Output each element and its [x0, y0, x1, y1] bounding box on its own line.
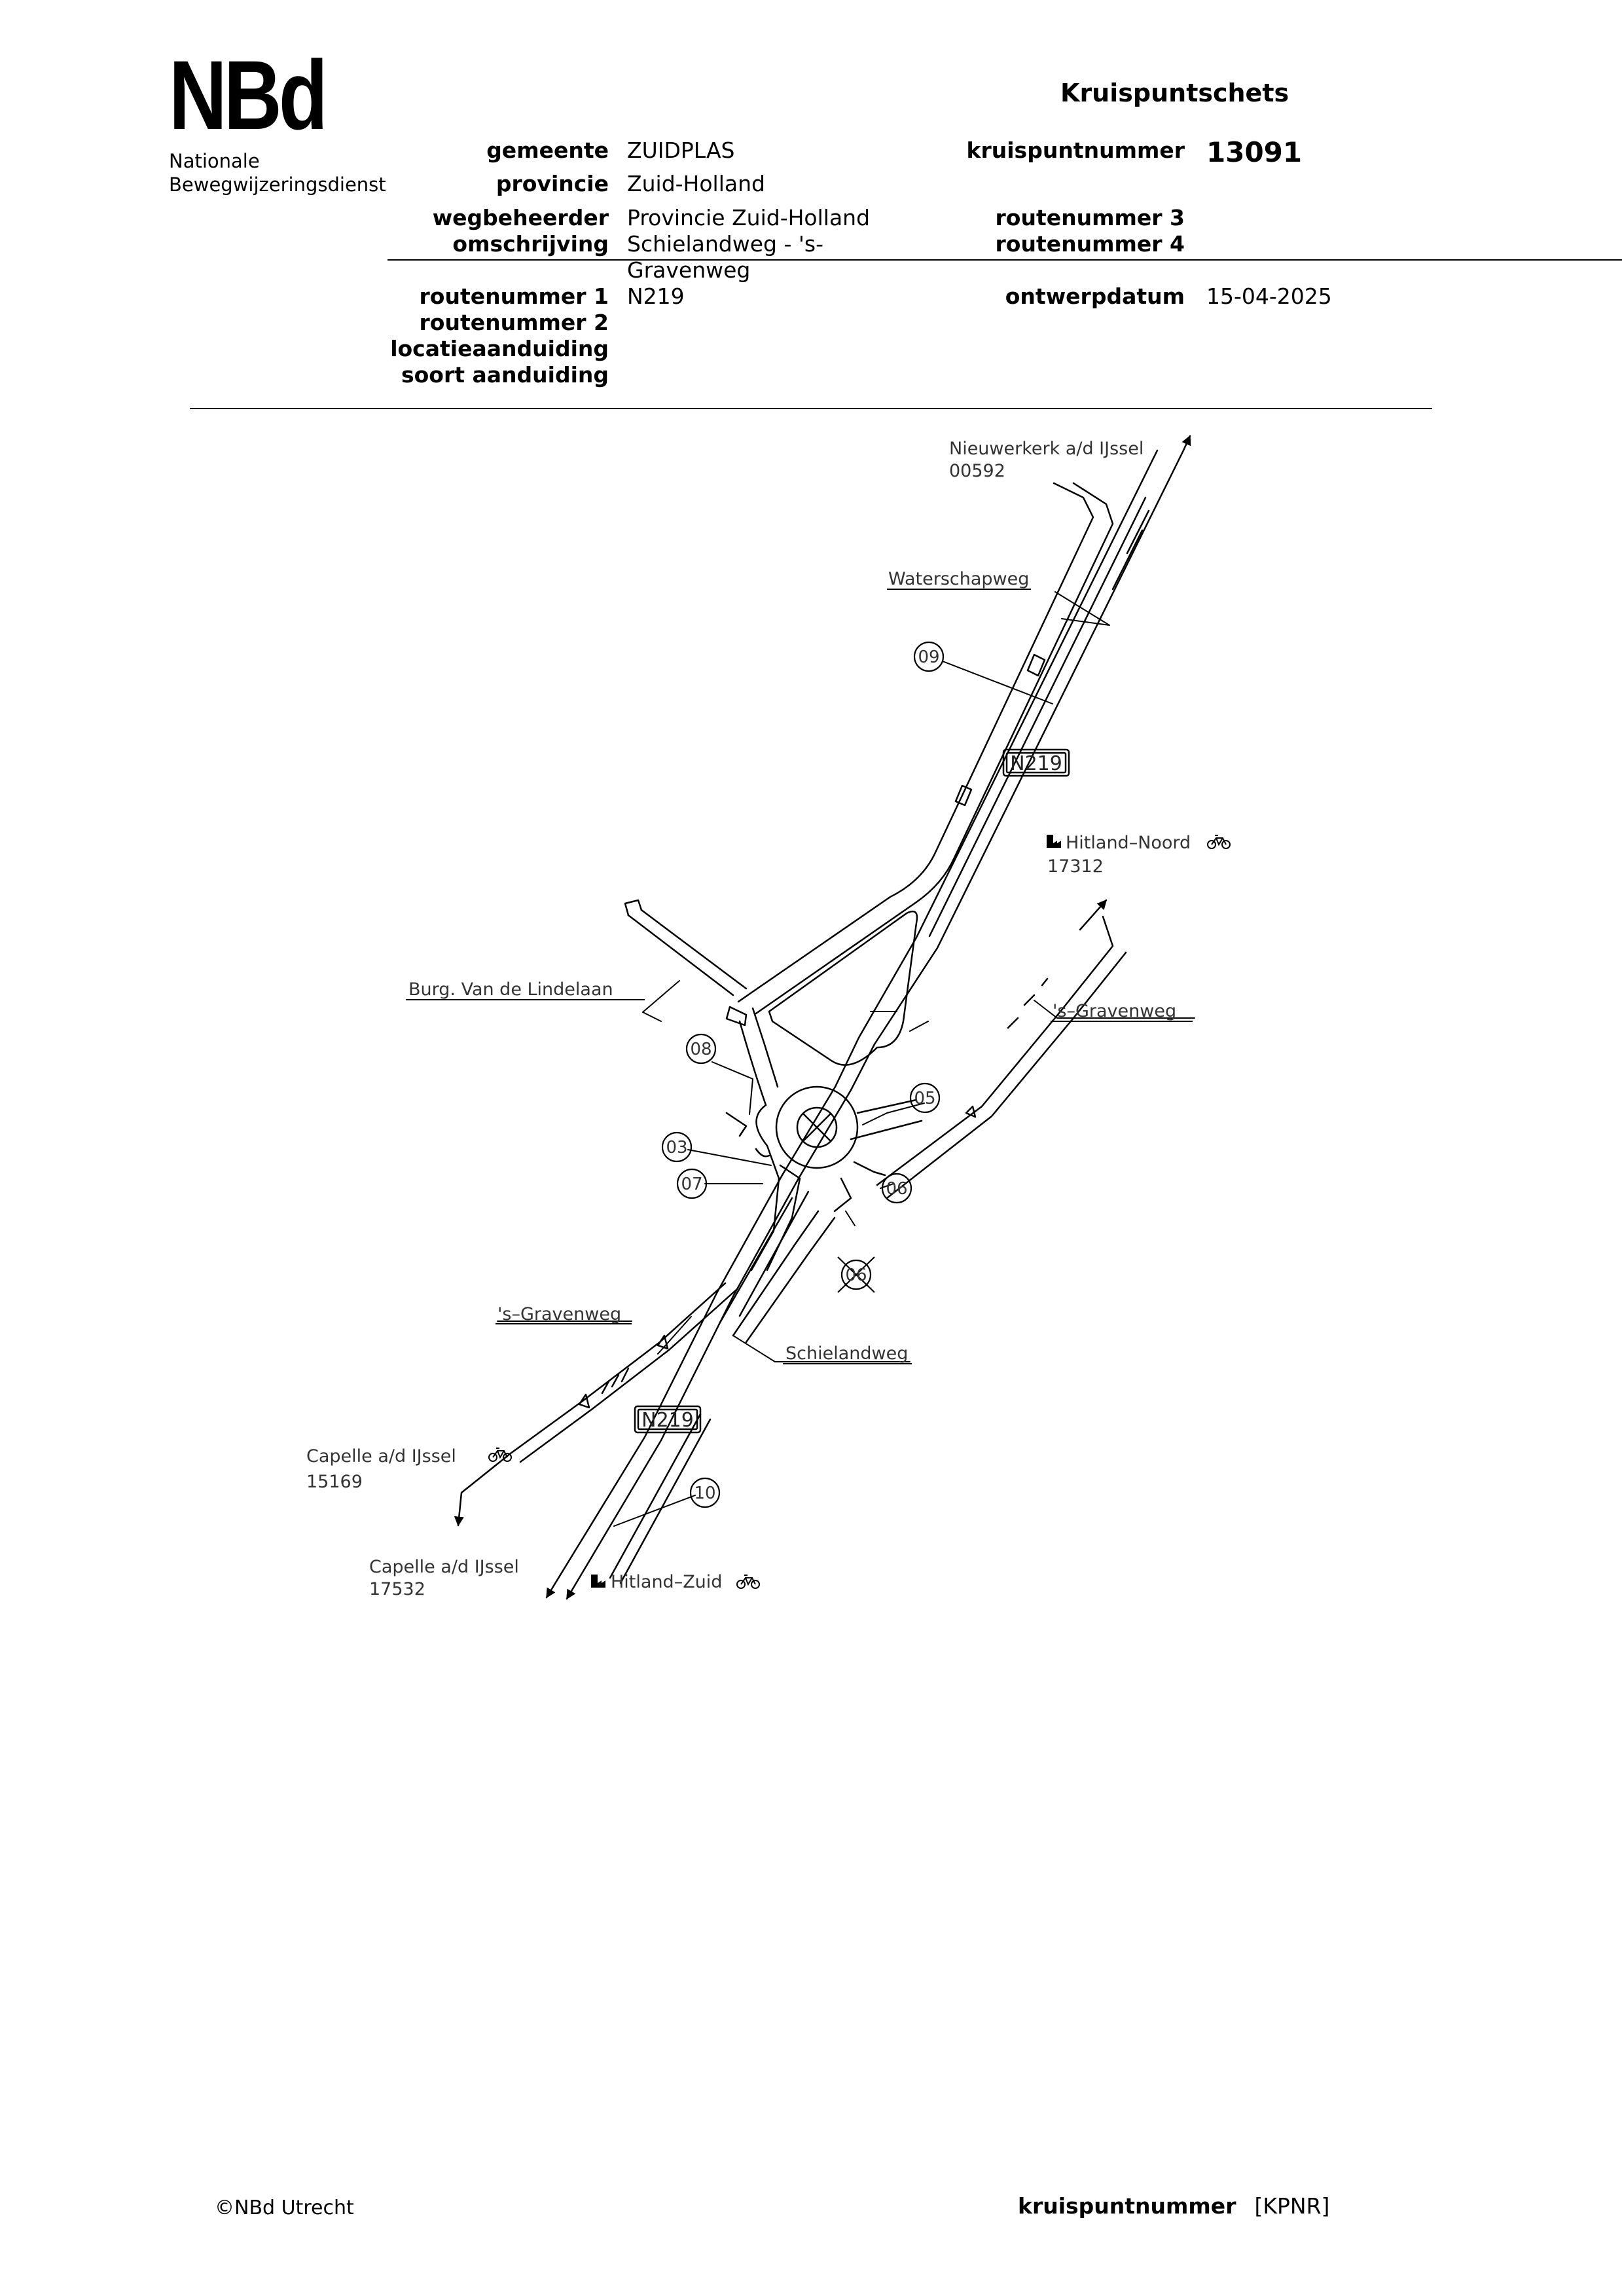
- value-ontwerpdatum: 15-04-2025: [1206, 283, 1332, 309]
- logo-line-1: Nationale: [169, 150, 260, 172]
- sign-markers: [661, 641, 945, 1508]
- label-burg-van-de-lindelaan: Burg. Van de Lindelaan: [408, 979, 613, 1000]
- leader-lines: [497, 591, 1195, 1527]
- dest-hitland-noord-code: 17312: [1047, 856, 1104, 877]
- bicycle-icon: [736, 1575, 760, 1589]
- industry-icon: [591, 1575, 605, 1588]
- dest-hitland-zuid-name: Hitland–Zuid: [611, 1572, 722, 1592]
- destination-labels: Nieuwerkerk a/d IJssel 00592 Hitland–Noo…: [306, 439, 1191, 1599]
- value-routenummer-1: N219: [627, 283, 685, 309]
- header-divider-lower: [190, 408, 1432, 409]
- dest-capelle-bike-name: Capelle a/d IJssel: [306, 1446, 456, 1467]
- route-shield-south: [634, 1405, 702, 1434]
- road-waterschapweg: [737, 482, 1114, 1015]
- sign-marker-08[interactable]: [685, 1033, 717, 1065]
- sign-marker-07[interactable]: [676, 1168, 708, 1199]
- label-locatieaanduiding: locatieaanduiding: [390, 336, 609, 361]
- sign-number-07: 07: [681, 1175, 702, 1194]
- industry-icon: [1047, 835, 1061, 848]
- bicycle-icon: [488, 1448, 512, 1462]
- route-shield-north-label: N219: [1010, 752, 1062, 775]
- sign-marker-06[interactable]: [881, 1173, 912, 1204]
- route-shield-north: [1002, 748, 1070, 777]
- roundabout: [725, 1007, 923, 1271]
- label-waterschapweg: Waterschapweg: [888, 569, 1029, 589]
- label-provincie: provincie: [496, 171, 609, 196]
- label-routenummer-4: routenummer 4: [995, 231, 1185, 257]
- footer-copyright: ©NBd Utrecht: [215, 2196, 354, 2219]
- sign-number-10: 10: [694, 1484, 715, 1503]
- footer-value: [KPNR]: [1254, 2193, 1330, 2219]
- road-labels: Waterschapweg Burg. Van de Lindelaan 's–…: [408, 569, 1176, 1364]
- label-routenummer-2: routenummer 2: [419, 310, 609, 335]
- dest-capelle-name: Capelle a/d IJssel: [369, 1557, 519, 1577]
- logo-line-2: Bewegwijzeringsdienst: [169, 173, 386, 196]
- road-schielandweg: [732, 1210, 836, 1343]
- nbd-logo: NBd Nationale Bewegwijzeringsdienst: [169, 46, 386, 196]
- sign-number-08: 08: [690, 1040, 712, 1059]
- removed-cross: [837, 1256, 875, 1293]
- sign-number-05: 05: [914, 1089, 935, 1108]
- footer-kruispuntnummer: kruispuntnummer [KPNR]: [1018, 2193, 1329, 2219]
- logo-mark: NBd: [169, 40, 328, 150]
- road-gravenweg-sw: [454, 1282, 738, 1527]
- sign-number-03: 03: [666, 1138, 687, 1157]
- value-omschrijving-line1: Schielandweg - 's-: [627, 231, 824, 257]
- label-gravenweg-ne: 's–Gravenweg: [1053, 1001, 1176, 1021]
- value-wegbeheerder: Provincie Zuid-Holland: [627, 205, 871, 230]
- value-gemeente: ZUIDPLAS: [627, 137, 735, 163]
- sign-marker-09[interactable]: [913, 641, 945, 672]
- label-wegbeheerder: wegbeheerder: [432, 205, 609, 230]
- dest-hitland-noord-name: Hitland–Noord: [1066, 833, 1191, 853]
- route-shields: [634, 748, 1070, 1434]
- label-ontwerpdatum: ontwerpdatum: [1005, 283, 1185, 309]
- traffic-island: [768, 910, 918, 1066]
- sign-number-06: 06: [886, 1179, 907, 1199]
- sign-number-09: 09: [918, 647, 939, 667]
- sign-marker-05[interactable]: [909, 1082, 941, 1114]
- value-kruispuntnummer: 13091: [1206, 136, 1303, 168]
- label-gravenweg-sw: 's–Gravenweg: [497, 1304, 621, 1324]
- value-provincie: Zuid-Holland: [627, 171, 765, 196]
- dest-nieuwerkerk-name: Nieuwerkerk a/d IJssel: [949, 439, 1144, 459]
- label-routenummer-1: routenummer 1: [419, 283, 609, 309]
- label-schielandweg: Schielandweg: [785, 1343, 908, 1364]
- road-gravenweg-ne: [876, 899, 1127, 1199]
- label-kruispuntnummer: kruispuntnummer: [966, 137, 1185, 163]
- route-shield-south-label: N219: [641, 1409, 694, 1432]
- sign-marker-labels: 09 08 05 03 07 06 06 10: [666, 647, 939, 1503]
- dest-capelle-bike-code: 15169: [306, 1472, 363, 1492]
- road-burg-van-de-lindelaan: [624, 899, 748, 1027]
- dest-nieuwerkerk-code: 00592: [949, 461, 1005, 481]
- dest-capelle-code: 17532: [369, 1579, 425, 1599]
- bicycle-icon: [1207, 835, 1231, 849]
- header-divider-upper: [387, 259, 1622, 261]
- pictograms: [488, 835, 1231, 1589]
- label-gemeente: gemeente: [486, 137, 609, 163]
- label-omschrijving: omschrijving: [452, 231, 609, 257]
- sign-marker-06-removed[interactable]: [840, 1259, 872, 1290]
- sign-marker-10[interactable]: [689, 1477, 721, 1508]
- value-omschrijving-line2: Gravenweg: [627, 257, 751, 283]
- label-routenummer-3: routenummer 3: [995, 205, 1185, 230]
- label-soort-aanduiding: soort aanduiding: [401, 362, 609, 388]
- page-title: Kruispuntschets: [1060, 79, 1289, 107]
- sign-marker-03[interactable]: [661, 1131, 693, 1163]
- footer-label: kruispuntnummer: [1018, 2193, 1236, 2219]
- sign-number-06-removed: 06: [845, 1266, 867, 1285]
